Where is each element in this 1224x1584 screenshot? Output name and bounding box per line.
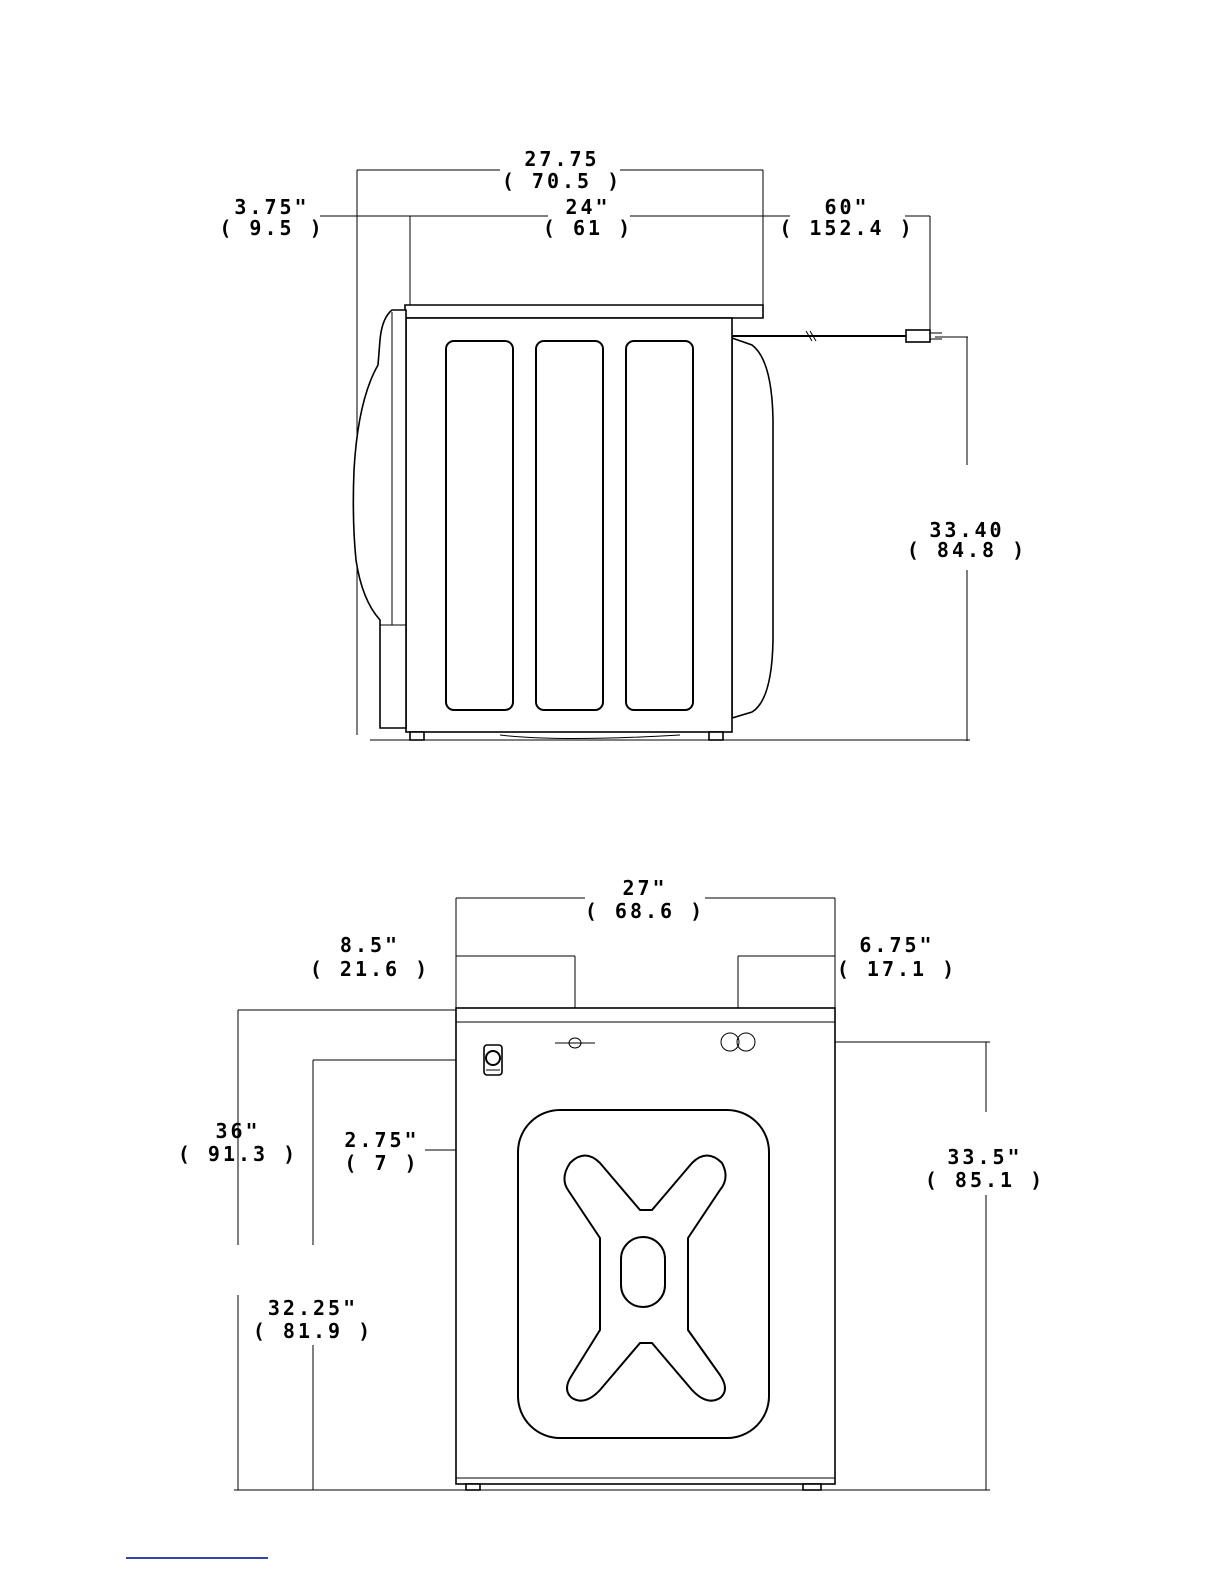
width-in: 27" [622,876,667,900]
side-view: 27.75 ( 70.5 ) 3.75" ( 9.5 ) 24" ( 61 ) … [219,147,1027,741]
cord-length-cm: ( 152.4 ) [779,216,914,240]
footer-link-line [126,1557,268,1559]
dimension-cord-length: 60" ( 152.4 ) [763,195,930,330]
water-inlet-icon [484,1045,502,1075]
valve-offset-cm: ( 7 ) [344,1151,419,1175]
plug-icon [906,330,930,342]
right-height-cm: ( 85.1 ) [925,1168,1045,1192]
inlet-height-cm: ( 81.9 ) [253,1319,373,1343]
overall-depth-cm: ( 70.5 ) [502,169,622,193]
total-height-in: 36" [215,1119,260,1143]
dimension-door-depth: 3.75" ( 9.5 ) [219,195,410,310]
dryer-rear-outline [456,1008,835,1490]
right-offset-cm: ( 17.1 ) [837,957,957,981]
total-height-cm: ( 91.3 ) [178,1142,298,1166]
left-offset-cm: ( 21.6 ) [310,957,430,981]
rear-view: 27" ( 68.6 ) 8.5" ( 21.6 ) 6.75" ( 17.1 … [178,876,1045,1490]
door-depth-cm: ( 9.5 ) [219,216,324,240]
left-offset-in: 8.5" [340,933,400,957]
dimension-cabinet-depth: 24" ( 61 ) [410,195,763,240]
height-cm: ( 84.8 ) [907,538,1027,562]
dimension-width: 27" ( 68.6 ) [456,876,835,1010]
cabinet-depth-cm: ( 61 ) [543,216,633,240]
dryer-side-outline [353,305,942,740]
right-offset-in: 6.75" [859,933,934,957]
width-cm: ( 68.6 ) [585,899,705,923]
dimension-inlet-height: 32.25" ( 81.9 ) [253,1060,484,1490]
overall-depth-in: 27.75 [524,147,599,171]
right-height-in: 33.5" [947,1145,1022,1169]
valve-offset-in: 2.75" [344,1128,419,1152]
inlet-height-in: 32.25" [268,1296,358,1320]
